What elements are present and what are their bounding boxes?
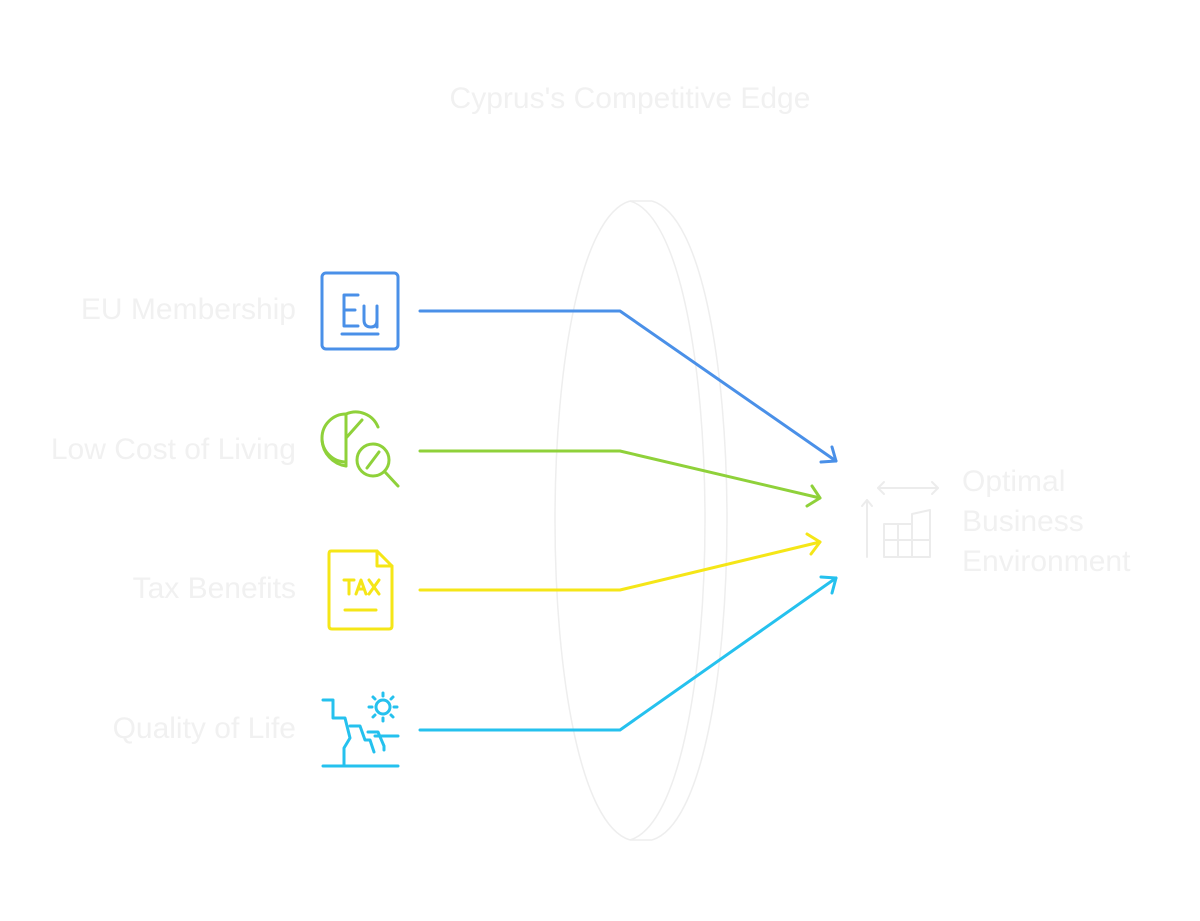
factor-label-eu-membership: EU Membership — [80, 293, 296, 326]
arrow-tax-benefits — [418, 532, 822, 592]
factor-label-tax-benefits: Tax Benefits — [132, 572, 296, 605]
cliff-sun-icon — [321, 691, 400, 768]
lens-shape — [554, 200, 728, 841]
diagram-title: Cyprus's Competitive Edge — [449, 82, 811, 115]
business-building-growth-icon — [861, 481, 939, 558]
outcome-label-line: Business — [962, 505, 1084, 538]
arrow-eu-membership — [418, 309, 838, 464]
outcome-label-line: Optimal — [962, 465, 1066, 498]
outcome-label: Optimal Business Environment — [962, 462, 1192, 582]
factor-label-quality-of-life: Quality of Life — [112, 712, 296, 745]
arrow-quality-of-life — [418, 575, 838, 732]
eu-text-icon — [320, 271, 400, 351]
factor-label-low-cost-of-living: Low Cost of Living — [50, 433, 296, 466]
pie-chart-magnifier-icon — [320, 410, 400, 488]
outcome-label-line: Environment — [962, 545, 1131, 578]
arrow-low-cost-of-living — [418, 449, 822, 508]
tax-document-icon — [327, 549, 394, 631]
